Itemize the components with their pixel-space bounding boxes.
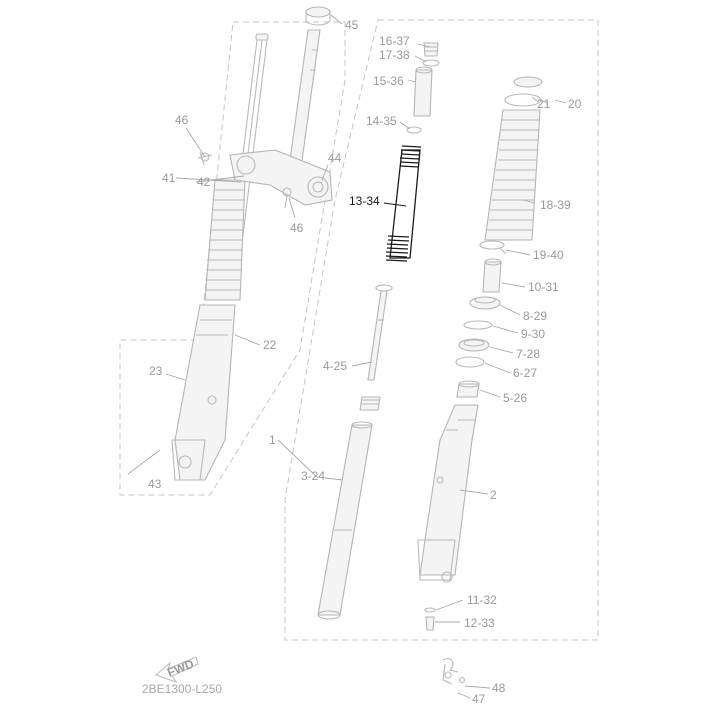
callout-3-24: 3-24 (301, 469, 325, 483)
center-column-parts (317, 42, 440, 620)
callout-42: 42 (197, 175, 211, 189)
callout-6-27: 6-27 (513, 366, 537, 380)
callout-1: 1 (269, 433, 276, 447)
callout-21: 21 (537, 97, 551, 111)
steering-stem (197, 6, 333, 209)
leader-lines (127, 14, 567, 699)
callout-15-36: 15-36 (373, 74, 404, 88)
callout-10-31: 10-31 (528, 280, 559, 294)
callout-19-40: 19-40 (533, 248, 564, 262)
callout-47: 47 (472, 692, 486, 706)
callout-13-34: 13-34 (349, 194, 380, 208)
callout-12-33: 12-33 (464, 616, 495, 630)
callout-9-30: 9-30 (521, 327, 545, 341)
drawing-code: 2BE1300-L250 (142, 682, 222, 696)
callout-23: 23 (149, 364, 163, 378)
callout-14-35: 14-35 (366, 114, 397, 128)
callout-20: 20 (568, 97, 582, 111)
callout-17-38: 17-38 (379, 48, 410, 62)
outer-tube-left (174, 304, 236, 481)
callout-8-29: 8-29 (523, 309, 547, 323)
fork-boot-right (484, 109, 541, 241)
outer-tube-right (419, 404, 479, 576)
right-column-parts (417, 76, 543, 685)
callout-4-25: 4-25 (323, 359, 347, 373)
left-fork-group-outline (119, 21, 346, 496)
callout-18-39: 18-39 (540, 198, 571, 212)
fwd-arrow-icon: FWD (154, 656, 199, 684)
callout-48: 48 (492, 681, 506, 695)
callout-43: 43 (148, 477, 162, 491)
callout-16-37: 16-37 (379, 34, 410, 48)
callout-22: 22 (263, 338, 277, 352)
callout-labels: 45 16-37 17-38 15-36 21 20 14-35 46 44 4… (148, 18, 582, 706)
callout-41: 41 (162, 171, 176, 185)
fwd-label: FWD (165, 657, 196, 680)
callout-5-26: 5-26 (503, 391, 527, 405)
left-fork-assembly (171, 33, 269, 481)
fork-spring-13-34 (385, 145, 422, 262)
callout-2: 2 (490, 488, 497, 502)
inner-tube (317, 424, 373, 616)
right-fork-group-outline (284, 19, 599, 641)
callout-44: 44 (328, 151, 342, 165)
callout-7-28: 7-28 (516, 347, 540, 361)
callout-46-lower: 46 (290, 221, 304, 235)
callout-45: 45 (345, 18, 359, 32)
under-bracket (229, 149, 333, 206)
callout-46-upper: 46 (175, 113, 189, 127)
callout-11-32: 11-32 (467, 593, 497, 607)
